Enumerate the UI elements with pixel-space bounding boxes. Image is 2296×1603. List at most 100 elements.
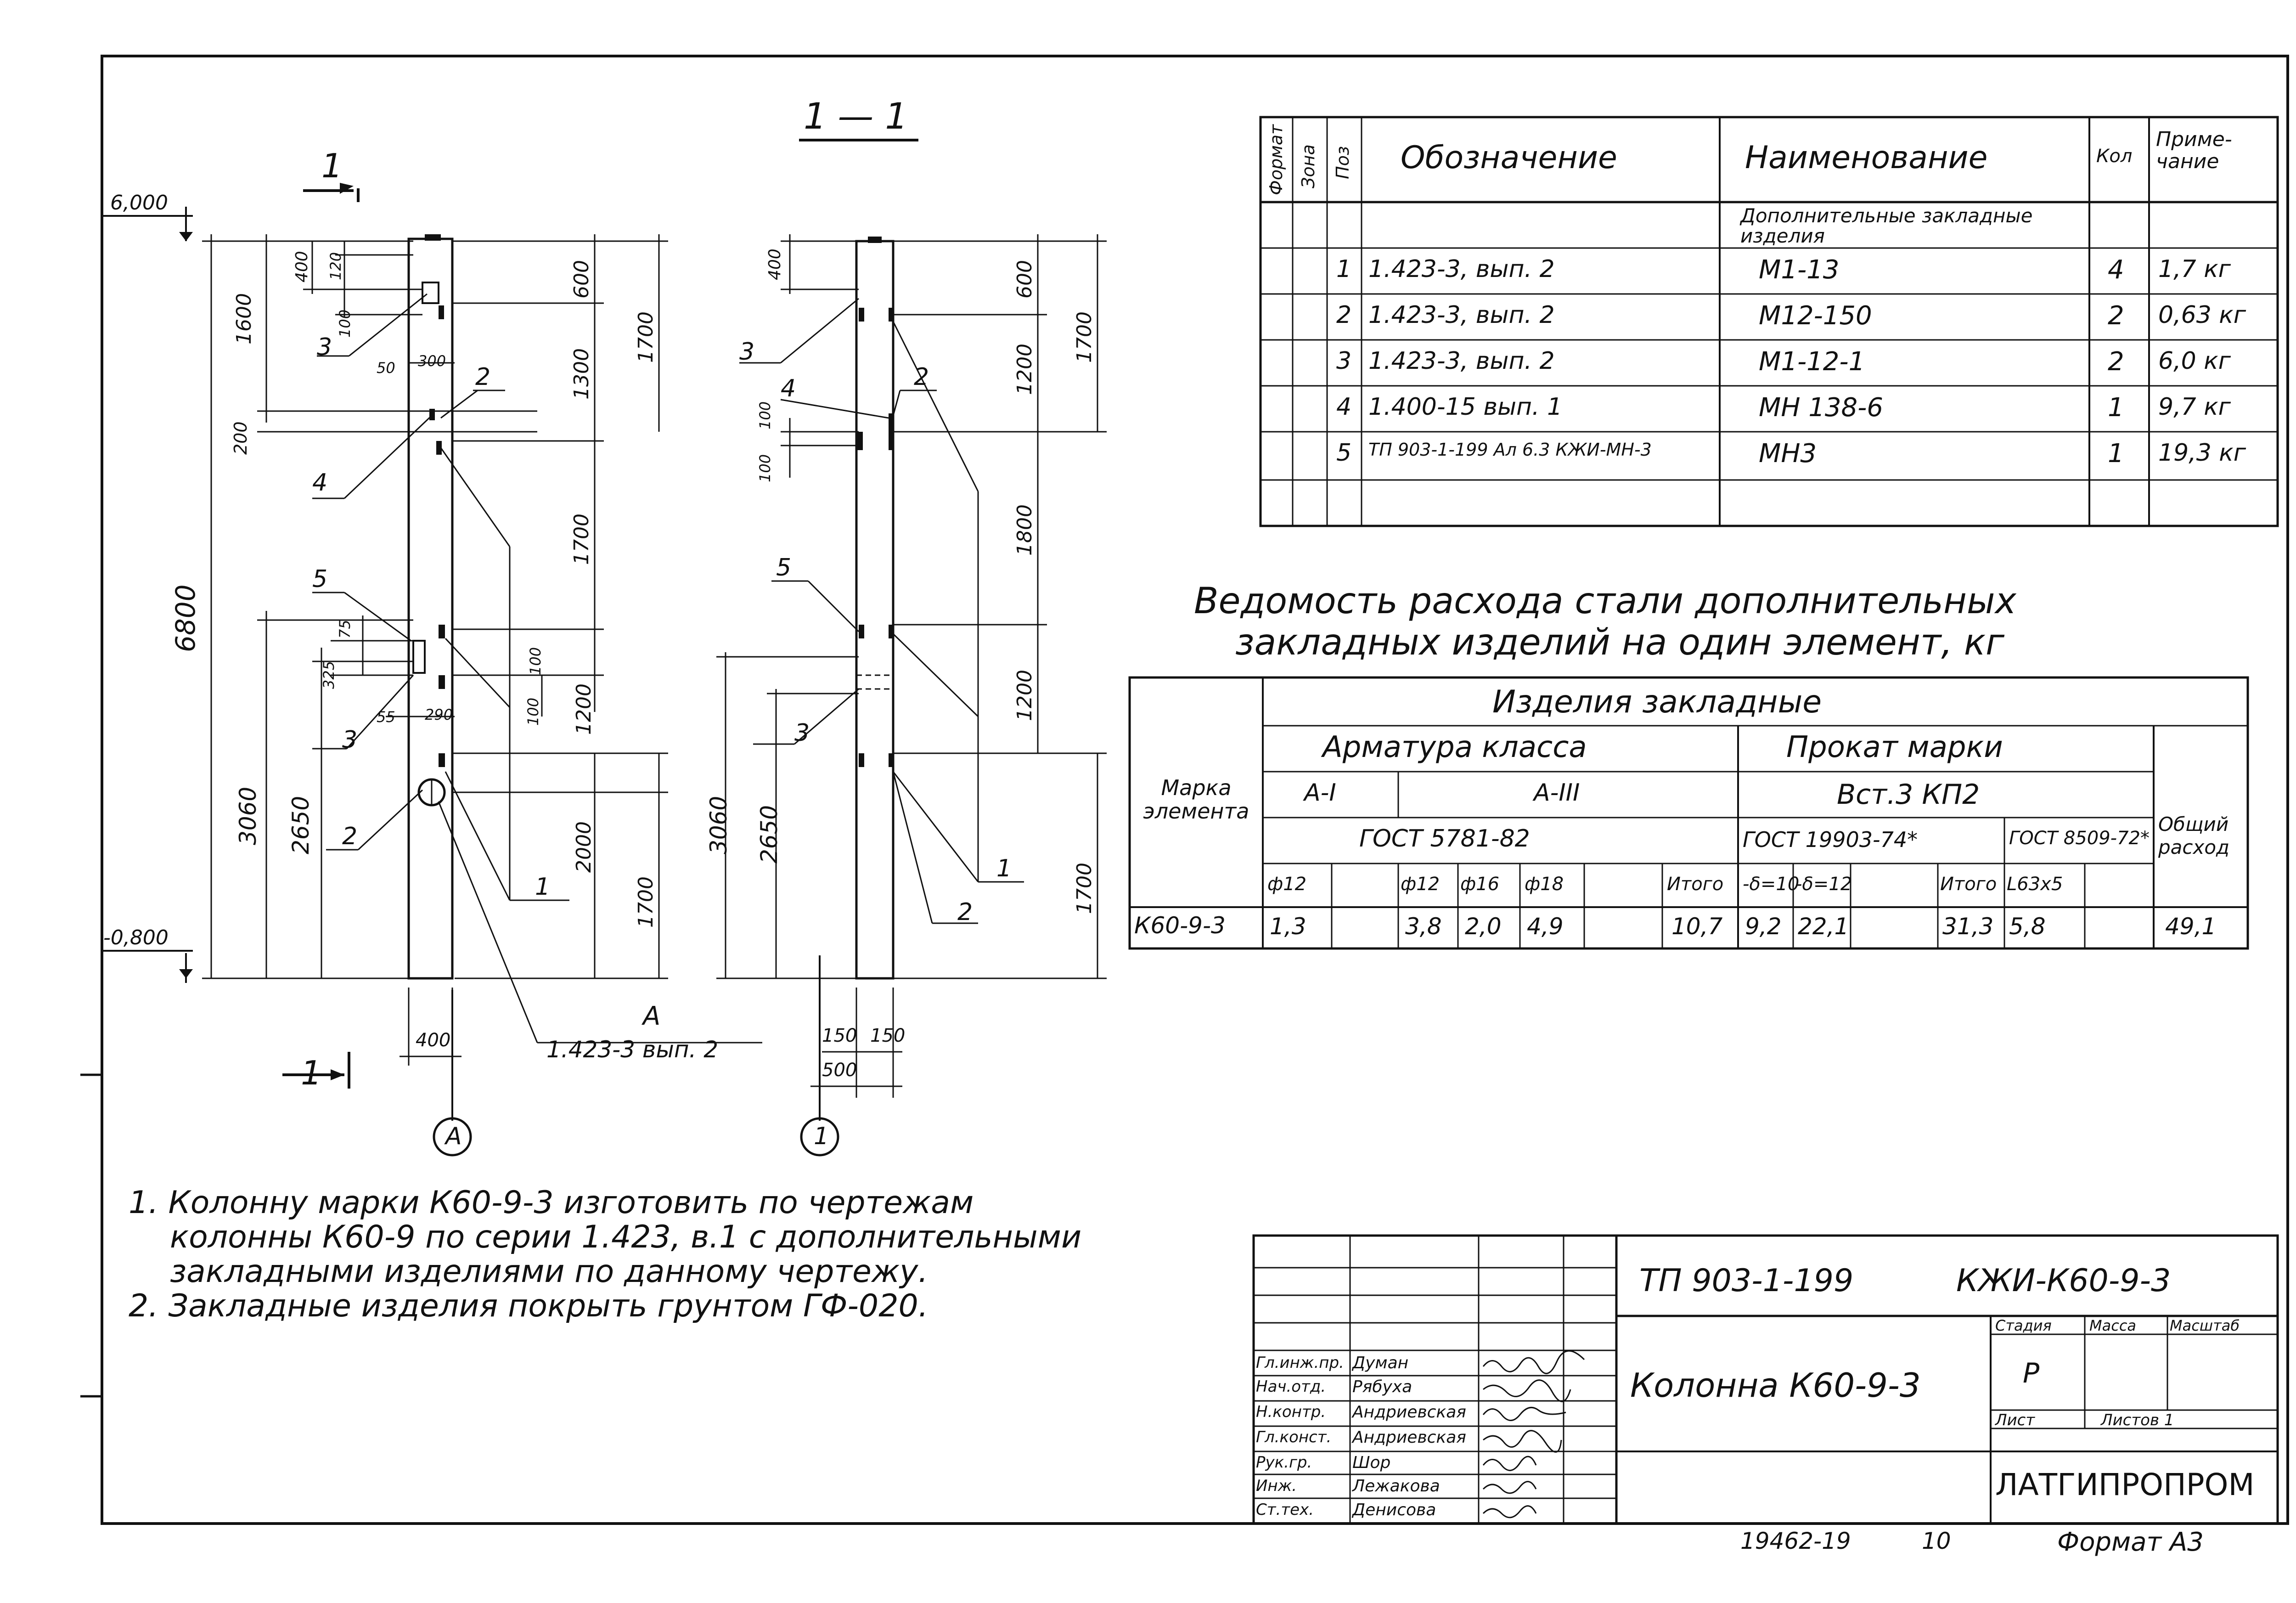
steel-value: 31,3 — [1942, 913, 1994, 940]
spec-cell-qty: 2 — [2108, 347, 2124, 377]
steel-subheader: Итого — [1940, 874, 1997, 895]
tb-footer-sheet: 10 — [1922, 1528, 1951, 1554]
dim-300: 300 — [418, 352, 446, 370]
dim-50: 50 — [377, 359, 395, 377]
tb-sheet-label: Лист — [1995, 1411, 2035, 1429]
spec-cell-designation: ТП 903-1-199 Ал 6.3 КЖИ-МН-3 — [1368, 440, 1652, 460]
tb-stage-value: Р — [2023, 1357, 2040, 1389]
tb-sheet-code: КЖИ-К60-9-3 — [1956, 1263, 2171, 1299]
steel-value: 49,1 — [2165, 913, 2217, 940]
tb-name: Колонна К60-9-3 — [1630, 1366, 1921, 1405]
steel-value: 1,3 — [1270, 913, 1306, 940]
spec-cell-note: 0,63 кг — [2158, 301, 2246, 329]
spec-cell-pos: 4 — [1336, 393, 1352, 421]
spec-cell-note: 1,7 кг — [2158, 255, 2231, 283]
steel-subheader: ф16 — [1460, 874, 1500, 895]
steel-subheader: -δ=10 — [1743, 874, 1800, 895]
steel-h-izdelia: Изделия закладные — [1492, 684, 1822, 720]
steel-value: 3,8 — [1405, 913, 1442, 940]
tb-person-name: Андриевская — [1352, 1428, 1466, 1447]
pos-2-left-top: 2 — [475, 363, 491, 391]
steel-row-marka: К60-9-3 — [1134, 912, 1226, 939]
spec-cell-qty: 4 — [2108, 255, 2124, 285]
steel-h-a1: А-I — [1304, 779, 1336, 807]
steel-subheader: ф12 — [1401, 874, 1440, 895]
pos-3-right: 3 — [739, 338, 755, 366]
note-1-line-2: колонны К60-9 по серии 1.423, в.1 с допо… — [170, 1219, 1082, 1255]
steel-subheader: Итого — [1667, 874, 1724, 895]
spec-cell-qty: 2 — [2108, 301, 2124, 331]
spec-cell-qty: 1 — [2108, 393, 2124, 423]
tb-role: Н.контр. — [1256, 1403, 1326, 1421]
pos-2-right: 2 — [914, 363, 929, 391]
dim-290: 290 — [425, 706, 453, 723]
spec-cell-name: МН 138-6 — [1759, 393, 1883, 423]
pos-3-right-b: 3 — [794, 719, 810, 747]
spec-cell-qty: 1 — [2108, 439, 2124, 468]
steel-subheader: -δ=12 — [1795, 874, 1852, 895]
spec-cell-pos: 2 — [1336, 301, 1352, 329]
steel-h-marka: Марка элемента — [1143, 775, 1249, 824]
tb-role: Нач.отд. — [1256, 1377, 1326, 1396]
dim-r-500: 500 — [822, 1060, 857, 1081]
steel-h-prokat: Прокат марки — [1786, 730, 2003, 764]
section-mark-top: 1 — [321, 147, 343, 185]
spec-cell-note: 19,3 кг — [2158, 439, 2246, 467]
spec-cell-pos: 3 — [1336, 347, 1352, 375]
steel-value: 9,2 — [1745, 913, 1782, 940]
callout-a-ref: 1.423-3 вып. 2 — [546, 1036, 719, 1063]
steel-h-a3: А-III — [1534, 779, 1580, 807]
tb-role: Гл.инж.пр. — [1256, 1354, 1344, 1372]
dim-r-150a: 150 — [822, 1025, 857, 1046]
steel-value: 5,8 — [2009, 913, 2046, 940]
callout-a-letter: А — [643, 1001, 661, 1031]
pos-5-left: 5 — [312, 565, 328, 593]
axis-a-label: А — [445, 1123, 462, 1150]
note-1-line-3: закладными изделиями по данному чертежу. — [170, 1253, 928, 1290]
steel-h-gost3: ГОСТ 8509-72* — [2009, 828, 2150, 849]
steel-subheader: ф12 — [1267, 874, 1307, 895]
spec-cell-designation: 1.423-3, вып. 2 — [1368, 301, 1555, 329]
spec-cell-designation: 1.423-3, вып. 2 — [1368, 255, 1555, 283]
pos-1-right: 1 — [996, 855, 1012, 882]
tb-scale-label: Масштаб — [2170, 1317, 2240, 1334]
tb-role: Гл.конст. — [1256, 1428, 1332, 1446]
tb-mass-label: Масса — [2089, 1317, 2137, 1334]
steel-h-vst: Вст.3 КП2 — [1837, 779, 1980, 811]
level-bottom: -0,800 — [103, 926, 169, 949]
spec-cell-name: М1-13 — [1759, 255, 1840, 285]
steel-value: 10,7 — [1671, 913, 1723, 940]
tb-person-name: Шор — [1352, 1453, 1391, 1472]
tb-code: ТП 903-1-199 — [1639, 1263, 1854, 1299]
pos-2-left-b: 2 — [342, 823, 358, 850]
note-2: 2. Закладные изделия покрыть грунтом ГФ-… — [129, 1288, 929, 1324]
spec-cell-pos: 1 — [1336, 255, 1352, 283]
spec-cell-name: М12-150 — [1759, 301, 1872, 331]
dim-w400: 400 — [416, 1030, 451, 1051]
spec-section-title: Дополнительные закладные изделия — [1740, 204, 2033, 248]
steel-value: 22,1 — [1798, 913, 1849, 940]
tb-stage-label: Стадия — [1995, 1317, 2052, 1334]
pos-3-left-b: 3 — [342, 726, 358, 754]
spec-h-name: Наименование — [1745, 140, 1988, 176]
spec-cell-designation: 1.423-3, вып. 2 — [1368, 347, 1555, 375]
steel-subheader: ф18 — [1525, 874, 1564, 895]
spec-cell-note: 6,0 кг — [2158, 347, 2231, 375]
tb-role: Инж. — [1256, 1477, 1297, 1495]
steel-title-2: закладных изделий на один элемент, кг — [1235, 622, 2004, 663]
pos-5-right: 5 — [776, 554, 792, 581]
spec-h-note: Приме-чание — [2156, 128, 2232, 174]
spec-cell-note: 9,7 кг — [2158, 393, 2231, 421]
section-title: 1 — 1 — [804, 96, 908, 137]
tb-person-name: Андриевская — [1352, 1403, 1466, 1422]
steel-value: 2,0 — [1465, 913, 1502, 940]
section-mark-bottom: 1 — [301, 1054, 322, 1092]
tb-person-name: Рябуха — [1352, 1377, 1412, 1396]
spec-h-designation: Обозначение — [1401, 140, 1617, 176]
level-top: 6,000 — [110, 191, 168, 214]
tb-person-name: Думан — [1352, 1354, 1409, 1372]
